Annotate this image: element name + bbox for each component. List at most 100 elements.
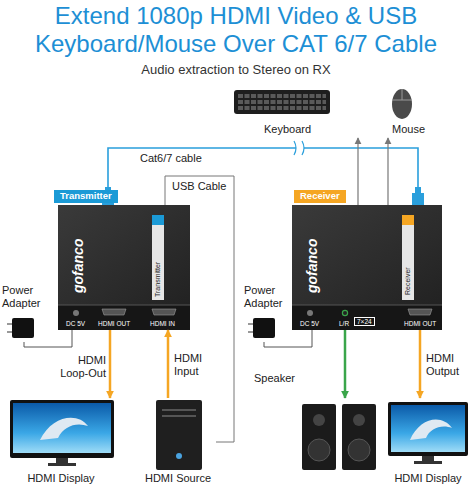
device-label: HDMI Source: [145, 472, 211, 485]
transmitter-body: [58, 305, 190, 330]
transmitter-body: [152, 309, 176, 315]
cable-break: [294, 141, 304, 155]
device-label: Keyboard: [264, 123, 311, 136]
side-label: Receiver: [404, 267, 412, 295]
speaker-icon: [302, 404, 376, 470]
receiver-body: [292, 205, 442, 305]
device-label: Mouse: [392, 123, 425, 136]
speaker-icon: [302, 404, 336, 470]
receiver-body: [307, 310, 313, 316]
device-label: Power Adapter: [244, 284, 288, 310]
port-label: DC 5V: [300, 320, 319, 327]
display-icon: [388, 402, 468, 456]
power-adapter-icon: [12, 318, 34, 338]
connector-label: HDMI Output: [426, 352, 470, 378]
receiver-body: [292, 205, 442, 330]
brand-logo: gofanco: [304, 239, 320, 293]
speaker-icon: [342, 404, 376, 470]
display-icon: [10, 400, 114, 458]
connector-label: Cat6/7 cable: [140, 152, 202, 165]
rj45-plug: [102, 187, 424, 205]
display-icon: [391, 405, 465, 452]
port-label: HDMI OUT: [98, 320, 130, 327]
port-label: HDMI OUT: [404, 320, 436, 327]
transmitter-body: [58, 305, 190, 306]
mouse-icon: [392, 89, 412, 119]
device-label: Power Adapter: [2, 284, 46, 310]
mouse-icon: [392, 89, 412, 100]
title: Extend 1080p HDMI Video & USB Keyboard/M…: [4, 2, 468, 58]
mouse-icon: [392, 89, 412, 119]
keyboard-icon: [238, 96, 326, 108]
receiver-body: [292, 305, 442, 306]
speaker: Speaker: [300, 398, 380, 478]
connector-label: HDMI Loop-Out: [56, 354, 106, 380]
hdmi-display: HDMI Display: [386, 398, 470, 486]
usb-cable: [165, 176, 234, 442]
brand-logo: gofanco: [70, 239, 86, 293]
transmitter-body: [102, 309, 126, 315]
transmitter-body: [58, 205, 190, 305]
receiver-body: [342, 310, 347, 315]
cable-break: [294, 141, 304, 155]
power-adapter-icon: [7, 318, 275, 338]
hdmi-display: HDMI Display: [6, 398, 116, 486]
transmitter-body: [152, 225, 164, 300]
speaker-icon: [353, 414, 365, 426]
display-icon: [410, 420, 452, 440]
device-label: Speaker: [254, 372, 295, 385]
display-icon: [48, 458, 76, 466]
receiver-body: [408, 309, 432, 315]
power-cord: [24, 330, 72, 347]
port-label: DC 5V: [66, 320, 85, 327]
network-cable: [108, 148, 418, 205]
speaker-icon: [348, 439, 370, 461]
transmitter-body: [152, 215, 164, 225]
display-icon: [414, 456, 442, 464]
receiver-body: [402, 225, 414, 300]
side-label: Transmitter: [154, 262, 162, 297]
power-cord: [264, 330, 312, 347]
display-icon: [10, 400, 468, 466]
hdmi-arrow: [419, 330, 422, 398]
indicator-label: 7×24: [354, 317, 375, 326]
source-tower-icon: [156, 400, 202, 470]
subtitle: Audio extraction to Stereo on RX: [4, 62, 468, 77]
hdmi-source: HDMI Source: [140, 398, 216, 486]
receiver-body: [292, 305, 442, 330]
connector-label: HDMI Input: [174, 352, 220, 378]
receiver-body: [402, 215, 414, 225]
port-label: L/R: [339, 320, 349, 327]
transmitter-body: [73, 310, 79, 316]
hdmi-arrow: [109, 330, 112, 398]
hdmi-arrow: [167, 330, 170, 398]
display-icon: [13, 403, 111, 453]
source-tower-icon: [176, 453, 182, 459]
source-tower-icon: [156, 400, 202, 470]
keyboard-device: Keyboard: [228, 84, 368, 138]
power-adapter: Power Adapter: [2, 284, 46, 342]
device-label: HDMI Display: [27, 472, 94, 485]
unit-tag: Transmitter: [54, 190, 118, 203]
transmitter-unit: TransmittergofancoTransmitterDC 5VHDMI O…: [58, 205, 190, 330]
power-adapter-icon: [248, 324, 253, 332]
power-adapter-icon: [7, 324, 12, 332]
display-icon: [40, 418, 88, 440]
transmitter-body: [58, 205, 190, 330]
keyboard-icon: [234, 90, 330, 114]
usb-arrow: [357, 138, 358, 205]
unit-tag: Receiver: [294, 190, 346, 203]
device-label: HDMI Display: [394, 472, 461, 485]
speaker-icon: [308, 439, 330, 461]
source-tower-icon: [162, 410, 196, 416]
audio-arrow: [344, 330, 347, 398]
connector-label: USB Cable: [172, 180, 226, 193]
power-adapter-icon: [253, 318, 275, 338]
port-label: HDMI IN: [150, 320, 175, 327]
speaker-icon: [313, 414, 325, 426]
usb-arrow: [387, 138, 388, 205]
power-adapter: Power Adapter: [244, 284, 288, 342]
receiver-unit: ReceivergofancoReceiverDC 5VL/R7×24HDMI …: [292, 205, 442, 330]
keyboard-icon: [234, 90, 330, 114]
